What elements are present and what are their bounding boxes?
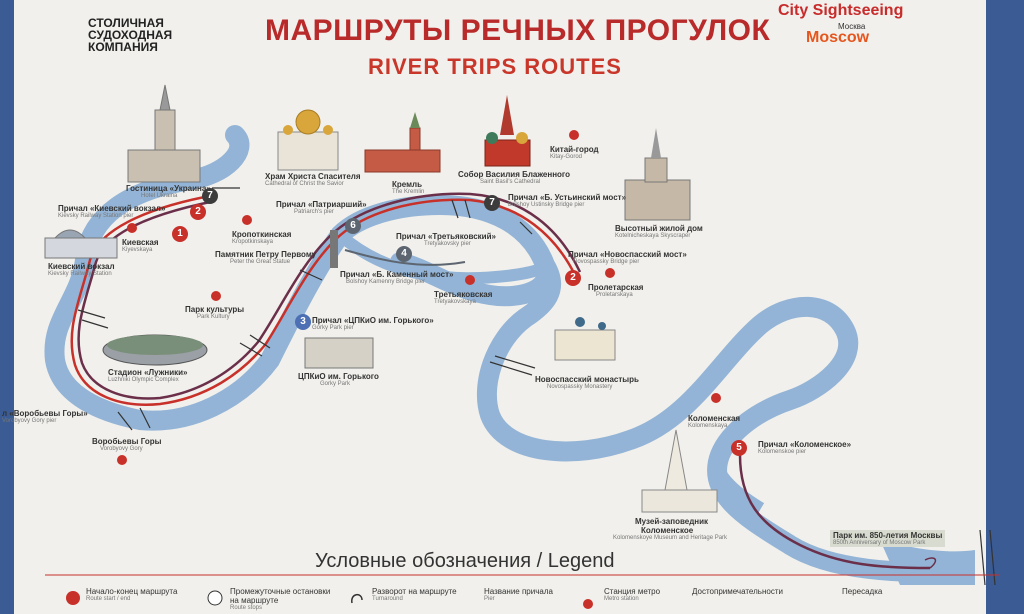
kremlin-illustration <box>364 112 441 173</box>
badge-stop-2b: 2 <box>565 270 581 286</box>
gorky-park-illustration <box>304 337 374 369</box>
badge-stop-7b: 7 <box>484 195 500 211</box>
pier-gorky: Причал «ЦПКиО им. Горького»Gorky Park pi… <box>312 316 434 331</box>
legend-title: Условные обозначения / Legend <box>315 550 615 572</box>
badge-stop-2: 2 <box>190 204 206 220</box>
metro-markers <box>117 130 721 465</box>
pier-patriarshiy: Причал «Патриарший»Patriarch's pier <box>276 200 367 215</box>
peter-statue-illustration <box>330 230 338 268</box>
kiev-station-illustration <box>44 229 118 259</box>
hotel-ukraina-illustration <box>127 84 201 183</box>
pier-ustinsky: Причал «Б. Устьинский мост»Bolshoy Ustin… <box>508 193 627 208</box>
route-line-dark <box>77 192 582 400</box>
luzhniki-illustration <box>102 334 208 366</box>
pier-vorobyovy: л «Воробьевы Горы»Vorobyovy Gory pier <box>2 409 88 424</box>
route-line-red <box>70 193 577 406</box>
pier-tretyakovsky: Причал «Третьяковский»Tretyakovsky pier <box>396 232 496 247</box>
saint-basil-illustration <box>484 95 531 167</box>
legend-transfer: Пересадка <box>842 587 883 596</box>
cathedral-illustration <box>277 109 339 171</box>
legend-sights: Достопримечательности <box>692 587 783 596</box>
badge-stop-1: 1 <box>172 226 188 242</box>
brand-logo: City Sightseeing <box>778 2 904 19</box>
bridges <box>77 187 996 586</box>
label-luzhniki: Стадион «Лужники»Luzhniki Olympic Comple… <box>108 368 188 383</box>
kolomenskoe-illustration <box>641 429 718 513</box>
pier-kamenny: Причал «Б. Каменный мост»Bolshoy Kamenny… <box>340 270 454 285</box>
badge-stop-5: 5 <box>731 440 747 456</box>
backdrop-right <box>986 0 1024 614</box>
skyscraper-illustration <box>624 128 691 221</box>
pier-novospassky: Причал «Новоспасский мост»Novospassky Br… <box>568 250 687 265</box>
page-subtitle: RIVER TRIPS ROUTES <box>368 54 622 79</box>
label-hotel-ukraina: Гостиница «Украина»Hotel Ukraina <box>126 184 211 199</box>
badge-stop-4: 4 <box>396 246 412 262</box>
novospassky-illustration <box>554 317 616 361</box>
badge-stop-7a: 7 <box>202 188 218 204</box>
pier-kolomenskoe: Причал «Коломенское»Kolomenskoe pier <box>758 440 852 455</box>
backdrop-left <box>0 0 14 614</box>
pier-kievsky: Причал «Киевский вокзал»Kievsky Railway … <box>58 204 166 219</box>
brand-moscow: Moscow <box>806 29 870 46</box>
badge-stop-6: 6 <box>345 218 361 234</box>
brand-city: Москва <box>838 22 866 31</box>
badge-stop-3: 3 <box>295 314 311 330</box>
page-title: МАРШРУТЫ РЕЧНЫХ ПРОГУЛОК <box>265 14 771 47</box>
